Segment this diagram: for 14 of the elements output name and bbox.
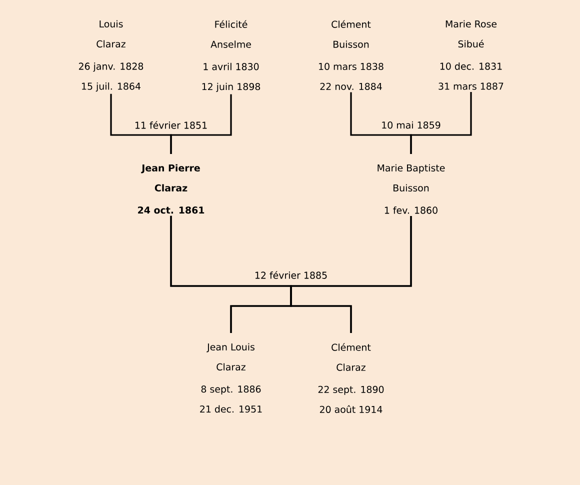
person-entry: Marie Baptiste Buisson 1 fev. 1860	[378, 164, 445, 214]
person-entry: Marie Rose Sibué 10 dec. 1831 31 mars 1887	[438, 20, 504, 90]
person-entry: Félicité Anselme 1 avril 1830 12 juin 1898	[202, 20, 260, 92]
family-line	[290, 216, 412, 333]
marriage-date: 12 février 1885	[255, 271, 327, 279]
person-entry: Clément Claraz 22 sept. 1890 20 août 1914	[318, 343, 384, 413]
person-entry: Jean Pierre Claraz 24 oct. 1861	[138, 164, 204, 214]
person-entry: Jean Louis Claraz 8 sept. 1886 21 dec. 1951	[200, 343, 262, 413]
marriage-date: 10 mai 1859	[382, 121, 440, 129]
person-entry: Clément Buisson 10 mars 1838 22 nov. 1884	[319, 20, 384, 90]
family-line	[170, 94, 232, 154]
marriage-date: 11 février 1851	[135, 121, 207, 129]
person-entry: Louis Claraz 26 janv. 1828 15 juil. 1864	[78, 20, 144, 92]
family-line	[410, 92, 472, 154]
